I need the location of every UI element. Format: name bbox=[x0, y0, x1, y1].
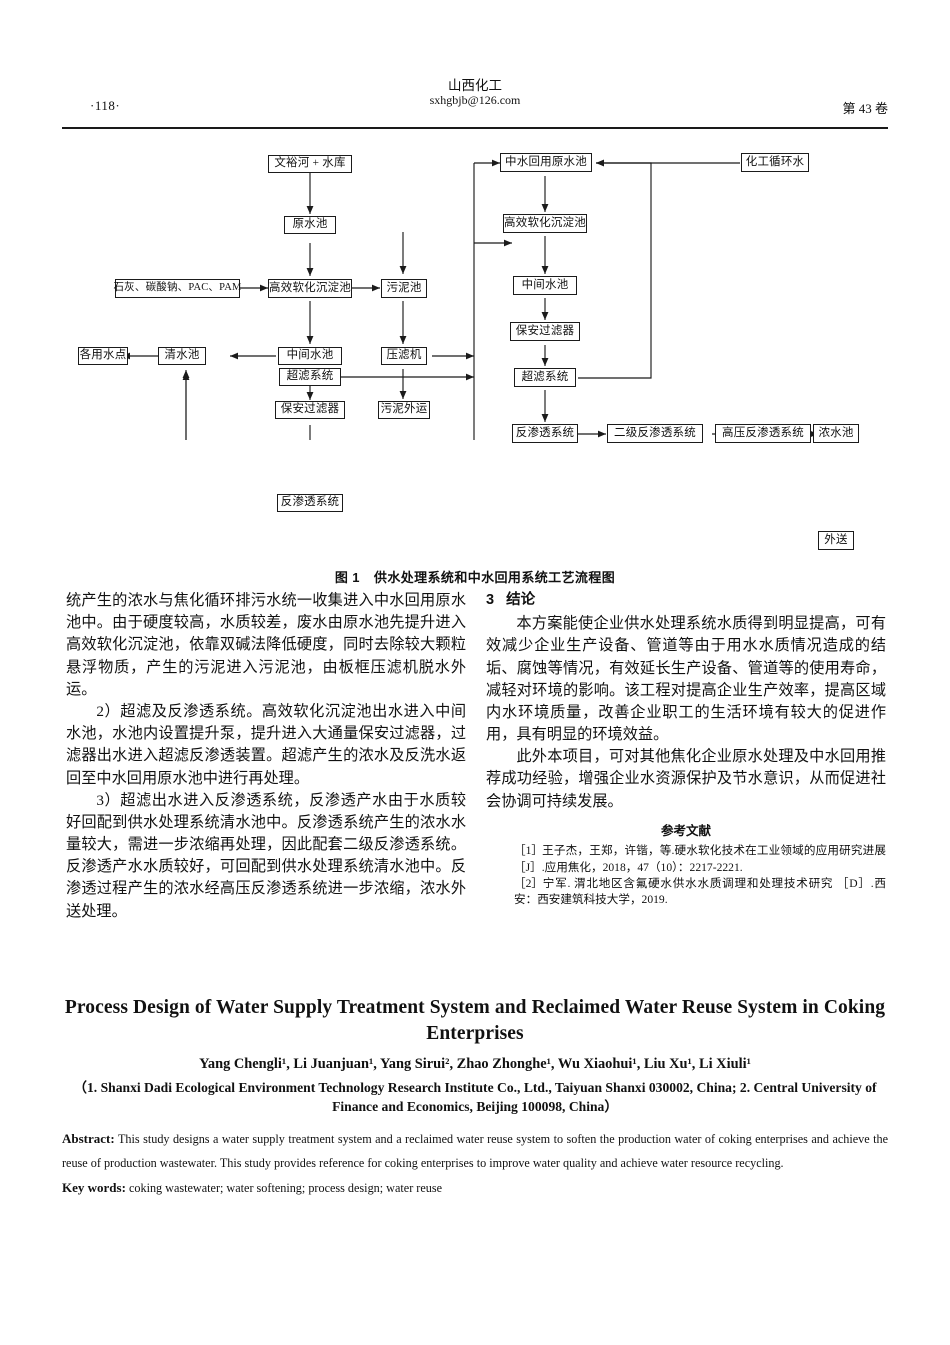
section-heading-conclusion: 3 结论 bbox=[486, 590, 886, 611]
flow-node-security-filter-2[interactable]: 保安过滤器 bbox=[510, 322, 580, 341]
english-title: Process Design of Water Supply Treatment… bbox=[64, 997, 886, 1045]
flow-node-softening-tank-2[interactable]: 高效软化沉淀池 bbox=[503, 214, 587, 233]
flow-node-intermediate-pool-1[interactable]: 中间水池 bbox=[278, 347, 342, 365]
section-number: 3 bbox=[486, 592, 495, 608]
header-rule bbox=[62, 127, 888, 129]
flow-node-external-transport[interactable]: 外送 bbox=[818, 531, 854, 550]
abstract-text: This study designs a water supply treatm… bbox=[62, 1131, 888, 1170]
figure-caption-number: 图 1 bbox=[334, 570, 360, 585]
keywords-label: Key words: bbox=[62, 1179, 126, 1195]
flow-node-ultrafiltration-2[interactable]: 超滤系统 bbox=[514, 368, 576, 387]
figure-caption: 图 1 供水处理系统和中水回用系统工艺流程图 bbox=[62, 567, 888, 586]
reference-tag: ［2］ bbox=[514, 877, 543, 890]
flow-connectors bbox=[122, 159, 818, 440]
reference-text: 宁军. 渭北地区含氟硬水供水水质调理和处理技术研究 ［D］.西安：西安建筑科技大… bbox=[514, 877, 886, 907]
english-abstract: Abstract: This study designs a water sup… bbox=[62, 1127, 888, 1175]
flow-node-security-filter-1[interactable]: 保安过滤器 bbox=[275, 401, 345, 419]
left-paragraph-1: 统产生的浓水与焦化循环排污水统一收集进入中水回用原水池中。由于硬度较高，水质较差… bbox=[66, 592, 466, 698]
right-paragraph-1: 本方案能使企业供水处理系统水质得到明显提高，可有效减少企业生产设备、管道等由于用… bbox=[486, 615, 886, 744]
flow-node-ro-system-2[interactable]: 反渗透系统 bbox=[512, 424, 578, 443]
flow-node-sludge-transport[interactable]: 污泥外运 bbox=[378, 401, 430, 419]
reference-tag: ［1］ bbox=[514, 844, 543, 858]
flow-node-chemicals[interactable]: 石灰、碳酸钠、PAC、PAM bbox=[113, 279, 241, 298]
flow-node-chemical-circulating[interactable]: 化工循环水 bbox=[741, 153, 809, 172]
flow-node-sludge-pool[interactable]: 污泥池 bbox=[381, 279, 427, 298]
running-head: ·118· 山西化工 sxhgbjb@126.com 第 43 卷 bbox=[62, 78, 888, 120]
page-folio: ·118· bbox=[90, 98, 121, 113]
journal-email: sxhgbjb@126.com bbox=[429, 93, 521, 107]
flow-node-raw-water-pool[interactable]: 原水池 bbox=[284, 216, 336, 234]
flow-node-intermediate-pool-2[interactable]: 中间水池 bbox=[513, 276, 577, 295]
english-abstract-block: Process Design of Water Supply Treatment… bbox=[62, 995, 888, 1201]
english-authors: Yang Chengli¹, Li Juanjuan¹, Yang Sirui²… bbox=[199, 1056, 751, 1073]
flow-node-high-pressure-ro[interactable]: 高压反渗透系统 bbox=[715, 424, 811, 443]
section-title: 结论 bbox=[506, 592, 536, 608]
flow-node-secondary-ro[interactable]: 二级反渗透系统 bbox=[607, 424, 703, 443]
left-paragraph-2: 2）超滤及反渗透系统。高效软化沉淀池出水进入中间水池，水池内设置提升泵，提升进入… bbox=[66, 702, 466, 787]
english-affiliation: （1. Shanxi Dadi Ecological Environment T… bbox=[73, 1079, 877, 1115]
flow-node-water-points[interactable]: 各用水点 bbox=[78, 347, 128, 365]
journal-title: 山西化工 bbox=[448, 78, 502, 93]
volume-label: 第 43 卷 bbox=[842, 101, 888, 116]
references-heading: 参考文献 bbox=[660, 823, 711, 838]
flow-node-filter-press[interactable]: 压滤机 bbox=[381, 347, 427, 365]
process-flow-diagram: 文裕河 + 水库 原水池 石灰、碳酸钠、PAC、PAM 高效软化沉淀池 污泥池 … bbox=[0, 0, 950, 550]
reference-item: ［1］王子杰，王郑，许锴，等.硬水软化技术在工业领域的应用研究进展［J］.应用焦… bbox=[486, 843, 886, 876]
left-paragraph-3: 3）超滤出水进入反渗透系统，反渗透产水由于水质较好回配到供水处理系统清水池中。反… bbox=[66, 791, 466, 920]
flow-node-softening-tank-1[interactable]: 高效软化沉淀池 bbox=[268, 279, 352, 298]
flow-node-ro-system-1[interactable]: 反渗透系统 bbox=[277, 494, 343, 512]
flow-node-ultrafiltration-1[interactable]: 超滤系统 bbox=[279, 368, 341, 386]
right-paragraph-2: 此外本项目，可对其他焦化企业原水处理及中水回用推荐成功经验，增强企业水资源保护及… bbox=[486, 748, 886, 810]
abstract-label: Abstract: bbox=[62, 1130, 115, 1146]
figure-caption-text: 供水处理系统和中水回用系统工艺流程图 bbox=[373, 570, 616, 585]
keywords-text: coking wastewater; water softening; proc… bbox=[128, 1180, 443, 1195]
body-column-right: 3 结论 本方案能使企业供水处理系统水质得到明显提高，可有效减少企业生产设备、管道… bbox=[486, 590, 886, 909]
flow-node-reclaimed-raw-pool[interactable]: 中水回用原水池 bbox=[500, 153, 592, 172]
flow-node-clear-water-pool[interactable]: 清水池 bbox=[158, 347, 206, 365]
body-column-left: 统产生的浓水与焦化循环排污水统一收集进入中水回用原水池中。由于硬度较高，水质较差… bbox=[66, 590, 466, 923]
reference-item: ［2］宁军. 渭北地区含氟硬水供水水质调理和处理技术研究 ［D］.西安：西安建筑… bbox=[486, 876, 886, 909]
reference-text: 王子杰，王郑，许锴，等.硬水软化技术在工业领域的应用研究进展［J］.应用焦化，2… bbox=[514, 844, 886, 874]
english-keywords: Key words: coking wastewater; water soft… bbox=[62, 1176, 888, 1201]
flow-node-concentrate-pool[interactable]: 浓水池 bbox=[813, 424, 859, 443]
flow-node-wenyu-river[interactable]: 文裕河 + 水库 bbox=[268, 155, 352, 173]
